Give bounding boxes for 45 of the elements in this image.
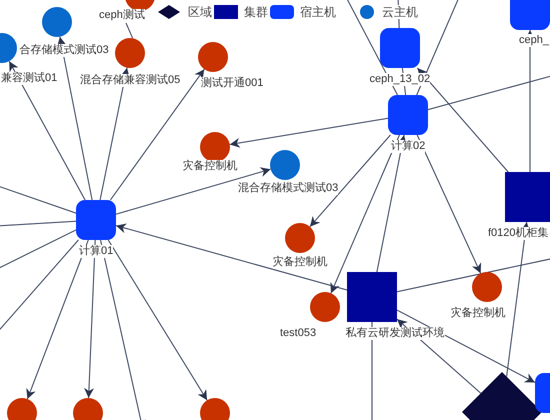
node-label: 灾备控制机	[272, 256, 328, 269]
connector-line	[0, 220, 76, 226]
arrow	[56, 36, 93, 200]
node-label: ceph_	[519, 34, 549, 47]
arrow	[110, 68, 205, 200]
connector-line	[0, 229, 76, 270]
node-label: 计算02	[391, 140, 426, 153]
arrow	[108, 240, 208, 401]
connector-line	[416, 0, 460, 96]
node-label: 私有云研发测试环境	[346, 327, 444, 340]
arrow	[309, 134, 391, 228]
connector-line	[396, 258, 550, 292]
arrow	[8, 60, 86, 200]
arrow	[100, 240, 146, 420]
node-label: 合存储模式测试03	[20, 44, 109, 57]
arrow	[376, 134, 407, 272]
node-label: 计算01	[79, 245, 114, 258]
legend-label: 宿主机	[300, 5, 336, 19]
arrow	[116, 167, 272, 215]
arrow	[84, 240, 96, 398]
arrow	[100, 67, 130, 200]
connector-line	[0, 184, 76, 214]
connector-line	[126, 22, 134, 39]
arrow	[506, 222, 530, 378]
arrow	[525, 30, 535, 172]
legend-label: 集群	[244, 5, 268, 19]
legend-label: 区域	[188, 5, 212, 19]
node-label: ceph测试	[99, 9, 145, 22]
arrow	[396, 310, 536, 383]
node-label: 混合存储模式测试03	[238, 182, 338, 195]
node-label: f0120机柜集	[488, 227, 549, 240]
node-label: ceph_13_02	[370, 73, 430, 86]
node-label: 兼容测试01	[1, 72, 58, 85]
legend-label: 云主机	[382, 5, 418, 19]
arrow	[330, 134, 400, 294]
arrow	[116, 223, 348, 290]
arrow	[416, 68, 509, 172]
arrow	[26, 240, 89, 400]
connector-line	[428, 74, 550, 110]
arrow	[416, 134, 482, 274]
node-label: 灾备控制机	[450, 307, 506, 320]
node-label: 灾备控制机	[182, 160, 238, 173]
arrow	[229, 118, 388, 148]
node-label: 混合存储兼容测试05	[80, 74, 180, 87]
node-label: 测试开通001	[201, 77, 264, 90]
